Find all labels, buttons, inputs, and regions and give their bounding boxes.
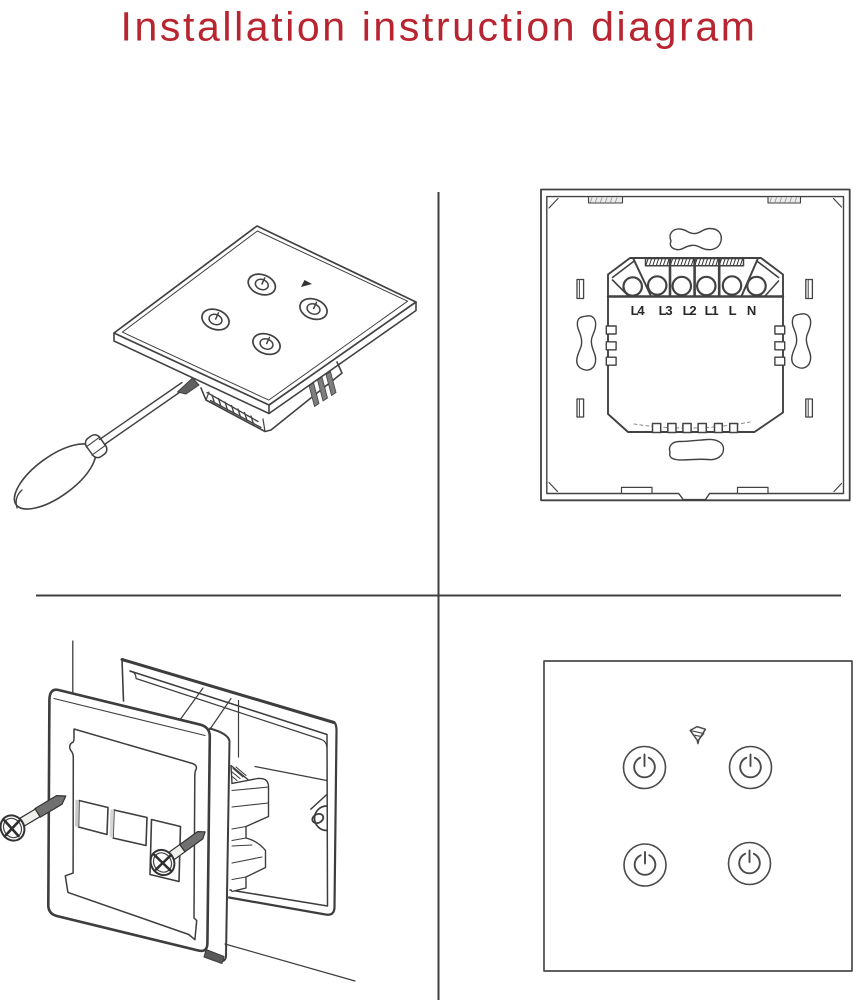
svg-text:N: N (747, 303, 756, 318)
svg-text:L1: L1 (705, 303, 719, 318)
svg-text:Installation instruction diagr: Installation instruction diagram (121, 4, 758, 50)
svg-text:L2: L2 (683, 303, 697, 318)
svg-text:L4: L4 (631, 303, 646, 318)
svg-text:L3: L3 (659, 303, 673, 318)
svg-text:L: L (729, 303, 737, 318)
